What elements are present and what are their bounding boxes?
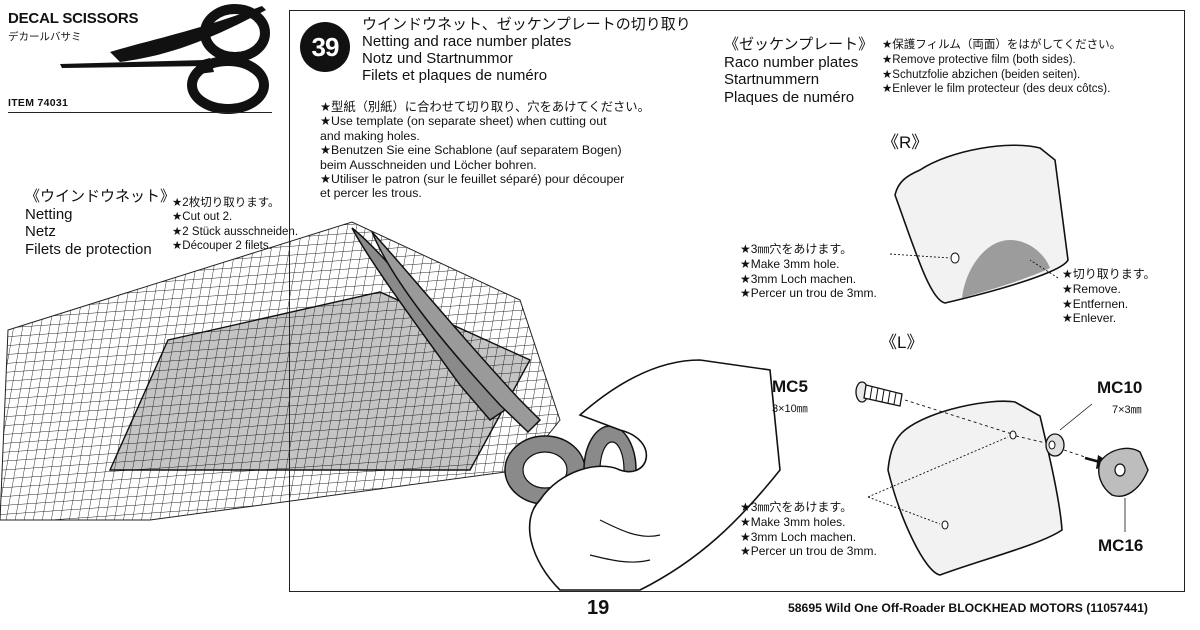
hole-note-line: ★3㎜穴をあけます。	[740, 242, 853, 256]
page-number: 19	[587, 597, 610, 619]
left-plate-icon	[867, 400, 1063, 576]
plates-label-line: Plaques de numéro	[724, 88, 855, 106]
netting-label: 《ウインドウネット》 Netting Netz Filets de protec…	[25, 188, 175, 258]
tool-japanese-name: デカールバサミ	[8, 31, 82, 43]
plates-note-line: ★Enlever le film protecteur (des deux cô…	[882, 83, 1111, 96]
template-note-line: ★Use template (on separate sheet) when c…	[320, 114, 607, 129]
netting-label-line: Filets de protection	[25, 240, 152, 258]
hole-note-line: ★Make 3mm holes.	[740, 514, 846, 529]
netting-label-line: 《ウインドウネット》	[25, 188, 176, 205]
template-note-line: and making holes.	[320, 128, 420, 143]
remove-note-line: ★Entfernen.	[1062, 296, 1129, 311]
right-plate-remove-notes: ★切り取ります。 ★Remove. ★Entfernen. ★Enlever.	[1062, 267, 1156, 326]
template-note-line: beim Ausschneiden und Löcher bohren.	[320, 157, 537, 172]
plates-note-line: ★Remove protective film (both sides).	[882, 53, 1076, 66]
spacer-mc10-icon	[1015, 403, 1101, 463]
step-title-jp: ウインドウネット、ゼッケンプレートの切り取り	[362, 16, 691, 33]
plates-label-line: Startnummern	[724, 71, 820, 88]
right-plate-icon	[889, 144, 1069, 304]
hole-note-line: ★3mm Loch machen.	[740, 529, 857, 544]
left-plate-label: 《L》	[880, 333, 924, 352]
nut-mc16-icon	[1098, 447, 1149, 532]
plates-note-line: ★保護フィルム（両面）をはがしてください。	[882, 39, 1122, 51]
part-mc5-label: MC5	[772, 377, 808, 396]
left-plate-hole-notes: ★3㎜穴をあけます。 ★Make 3mm holes. ★3mm Loch ma…	[740, 500, 877, 559]
hole-note-line: ★3㎜穴をあけます。	[740, 500, 853, 514]
part-mc5-size: 3×10㎜	[772, 403, 808, 415]
remove-note-line: ★切り取ります。	[1062, 267, 1156, 281]
plates-note-line: ★Schutzfolie abzichen (beiden seiten).	[882, 68, 1081, 81]
plates-label-line: Raco number plates	[724, 53, 859, 71]
template-note-line: ★型紙（別紙）に合わせて切り取り、穴をあけてください。	[320, 100, 650, 114]
tool-item-number: ITEM 74031	[8, 97, 69, 109]
plates-label-line: 《ゼッケンプレート》	[724, 36, 874, 53]
netting-note-line: ★Cut out 2.	[172, 211, 233, 224]
template-note-line: ★Utiliser le patron (sur le feuillet sép…	[320, 172, 625, 187]
netting-note-line: ★2枚切り取ります。	[172, 197, 280, 209]
step-title-de: Notz und Startnummor	[362, 50, 513, 67]
footer-product-text: 58695 Wild One Off-Roader BLOCKHEAD MOTO…	[788, 601, 1148, 615]
plates-notes: ★保護フィルム（両面）をはがしてください。 ★Remove protective…	[882, 38, 1121, 97]
netting-note-line: ★2 Stück ausschneiden.	[172, 225, 299, 238]
hole-note-line: ★3mm Loch machen.	[740, 271, 857, 286]
remove-note-line: ★Enlever.	[1062, 311, 1117, 326]
step-frame	[289, 10, 1185, 592]
right-plate-label: 《R》	[882, 133, 929, 152]
decal-scissors-icon	[60, 4, 270, 114]
hole-note-line: ★Make 3mm hole.	[740, 256, 840, 271]
template-notes: ★型紙（別紙）に合わせて切り取り、穴をあけてください。 ★Use templat…	[320, 100, 650, 201]
template-note-line: et percer les trous.	[320, 186, 422, 201]
hole-note-line: ★Percer un trou de 3mm.	[740, 544, 877, 559]
netting-label-line: Netz	[25, 223, 56, 240]
screw-mc5-icon	[855, 381, 1013, 435]
part-mc10-label: MC10	[1097, 378, 1143, 397]
step-title-en: Netting and race number plates	[362, 33, 572, 50]
hole-note-line: ★Percer un trou de 3mm.	[740, 286, 877, 301]
step-titles: ウインドウネット、ゼッケンプレートの切り取り Netting and race …	[362, 16, 691, 84]
tool-divider	[8, 112, 272, 113]
part-mc10-size: 7×3㎜	[1112, 404, 1142, 416]
remove-note-line: ★Remove.	[1062, 281, 1121, 296]
plates-label: 《ゼッケンプレート》 Raco number plates Startnumme…	[724, 36, 873, 106]
netting-label-line: Netting	[25, 205, 73, 223]
template-note-line: ★Benutzen Sie eine Schablone (auf separa…	[320, 143, 622, 158]
part-mc16-label: MC16	[1098, 536, 1144, 555]
right-plate-hole-notes: ★3㎜穴をあけます。 ★Make 3mm hole. ★3mm Loch mac…	[740, 242, 877, 301]
step-title-fr: Filets et plaques de numéro	[362, 67, 548, 84]
step-number-badge: 39	[300, 22, 350, 72]
netting-notes: ★2枚切り取ります。 ★Cut out 2. ★2 Stück ausschne…	[172, 196, 298, 254]
netting-note-line: ★Découper 2 filets.	[172, 240, 272, 253]
tool-title: DECAL SCISSORS	[8, 10, 139, 27]
hand-icon	[528, 359, 781, 591]
